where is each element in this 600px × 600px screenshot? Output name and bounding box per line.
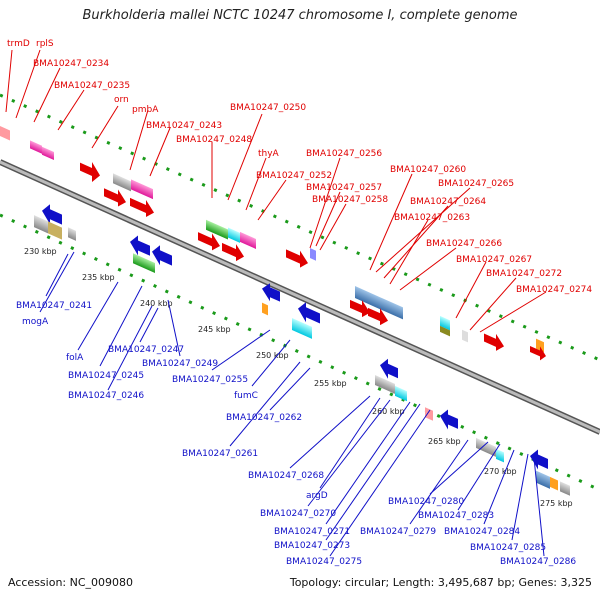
scale-labels: 230 kbp 235 kbp 240 kbp 245 kbp 250 kbp …: [24, 247, 573, 508]
scale-label: 260 kbp: [372, 407, 405, 416]
gene-label: BMA10247_0283: [418, 511, 494, 521]
gene-label: thyA: [258, 149, 280, 159]
gene-label: BMA10247_0260: [390, 165, 466, 175]
gene-label: BMA10247_0279: [360, 527, 436, 537]
chromosome-backbone: [0, 159, 600, 435]
gene-label: BMA10247_0268: [248, 471, 324, 481]
scale-label: 250 kbp: [256, 351, 289, 360]
scale-label: 240 kbp: [140, 299, 173, 308]
gene-label: pmbA: [132, 105, 159, 115]
gene-label: BMA10247_0252: [256, 171, 332, 181]
gene-label: BMA10247_0241: [16, 301, 92, 311]
scale-label: 270 kbp: [484, 467, 517, 476]
scale-label: 230 kbp: [24, 247, 57, 256]
gene-label: BMA10247_0271: [274, 527, 350, 537]
gene-label: BMA10247_0234: [33, 59, 109, 69]
gene-label: BMA10247_0273: [274, 541, 350, 551]
gene-label: BMA10247_0262: [226, 413, 302, 423]
accession-label: Accession: NC_009080: [8, 576, 134, 589]
gene-label: BMA10247_0264: [410, 197, 486, 207]
reverse-gene-connectors: [39, 251, 545, 557]
genome-summary: Topology: circular; Length: 3,495,687 bp…: [289, 576, 592, 589]
gene-label: BMA10247_0266: [426, 239, 502, 249]
gene-label: BMA10247_0255: [172, 375, 248, 385]
gene-label: BMA10247_0249: [142, 359, 218, 369]
scale-label: 235 kbp: [82, 273, 115, 282]
gene-label: BMA10247_0267: [456, 255, 532, 265]
outer-guide-line: [0, 93, 600, 362]
gene-label: folA: [66, 353, 84, 363]
gene-label: argD: [306, 491, 328, 501]
gene-label: BMA10247_0258: [312, 195, 388, 205]
gene-label: trmD: [7, 39, 30, 49]
gene-label: BMA10247_0263: [394, 213, 470, 223]
forward-genes: [0, 126, 546, 361]
gene-label: BMA10247_0246: [68, 391, 144, 401]
reverse-genes: [34, 204, 570, 496]
scale-label: 245 kbp: [198, 325, 231, 334]
gene-label: BMA10247_0248: [176, 135, 252, 145]
gene-label: BMA10247_0272: [486, 269, 562, 279]
forward-gene-label-texts: trmD rplS BMA10247_0234 BMA10247_0235 or…: [7, 39, 592, 295]
gene-label: BMA10247_0250: [230, 103, 306, 113]
gene-label: BMA10247_0243: [146, 121, 222, 131]
gene-label: BMA10247_0257: [306, 183, 382, 193]
gene-label: BMA10247_0275: [286, 557, 362, 567]
gene-label: rplS: [36, 39, 54, 49]
gene-label: BMA10247_0286: [500, 557, 576, 567]
gene-label: BMA10247_0280: [388, 497, 464, 507]
gene-label: BMA10247_0247: [108, 345, 184, 355]
gene-label: BMA10247_0261: [182, 449, 258, 459]
scale-label: 265 kbp: [428, 437, 461, 446]
map-title: Burkholderia mallei NCTC 10247 chromosom…: [82, 8, 518, 23]
reverse-gene-label-texts: BMA10247_0241 mogA folA BMA10247_0247 BM…: [16, 301, 576, 567]
scale-label: 275 kbp: [540, 499, 573, 508]
gene-label: BMA10247_0265: [438, 179, 514, 189]
gene-label: BMA10247_0270: [260, 509, 336, 519]
gene-label: BMA10247_0274: [516, 285, 592, 295]
gene-label: orn: [114, 95, 129, 105]
gene-label: fumC: [234, 391, 258, 401]
gene-label: BMA10247_0235: [54, 81, 130, 91]
forward-gene-labels: [5, 49, 547, 333]
scale-label: 255 kbp: [314, 379, 347, 388]
gene-label: BMA10247_0245: [68, 371, 144, 381]
gene-label: BMA10247_0256: [306, 149, 382, 159]
gene-label: BMA10247_0284: [444, 527, 520, 537]
gene-label: mogA: [22, 317, 49, 327]
gene-label: BMA10247_0285: [470, 543, 546, 553]
